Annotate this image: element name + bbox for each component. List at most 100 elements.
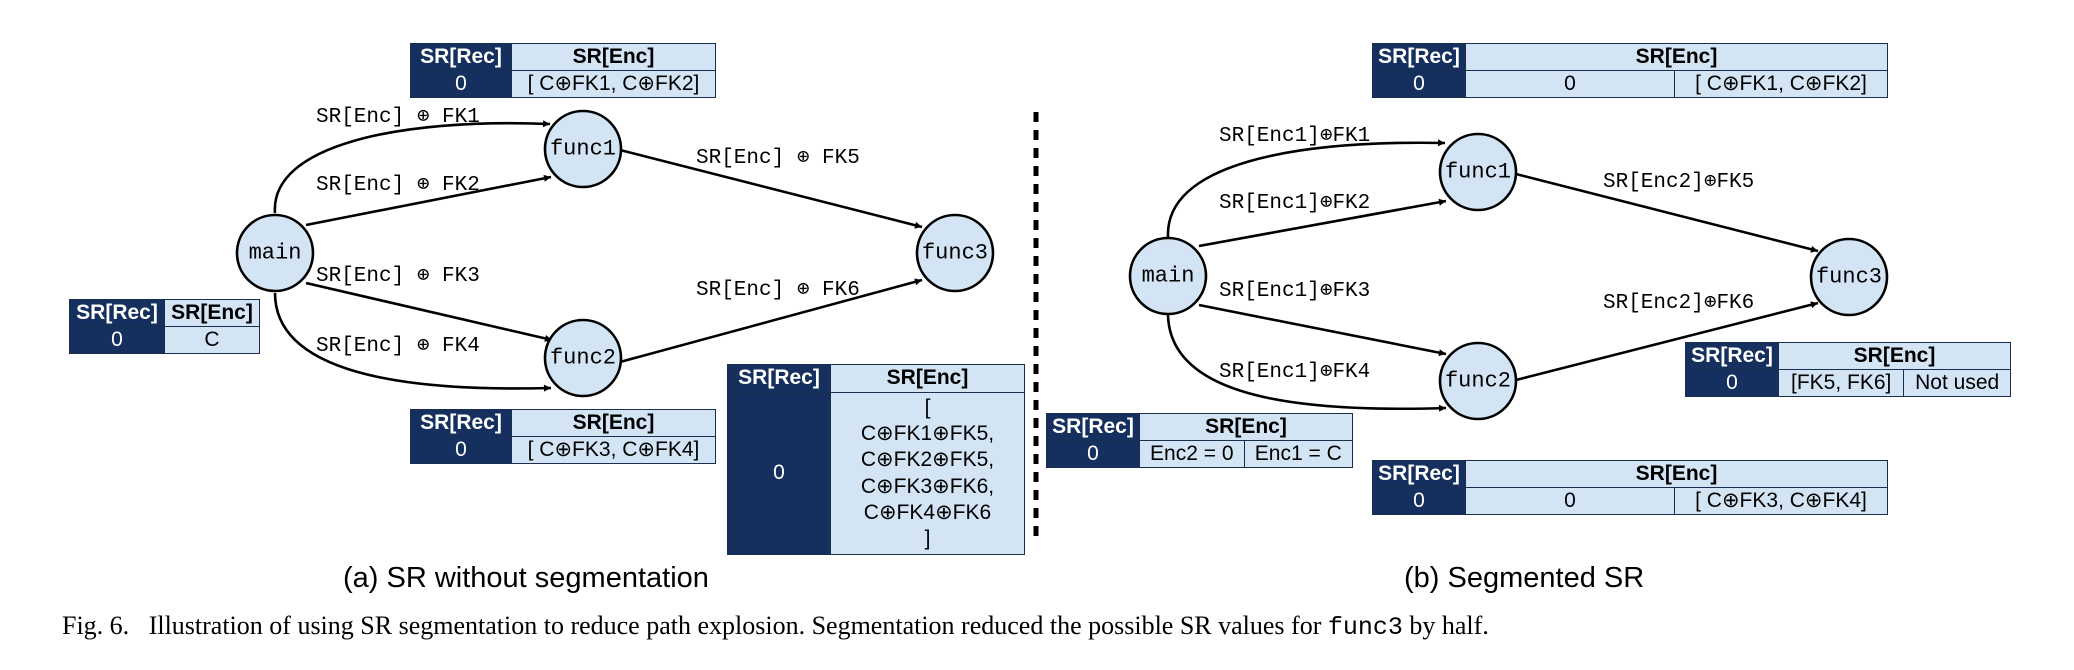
sr-table-b-func2: SR[Rec] SR[Enc] 0 0 [ C⊕FK3, C⊕FK4] [1372,460,1888,515]
edge-a-main-func2 [305,281,553,342]
figure-caption-text: Illustration of using SR segmentation to… [148,611,1322,640]
edge-label-b-fk3: SR[Enc1]⊕FK3 [1219,280,1370,303]
edge-label-a-fk2: SR[Enc] ⊕ FK2 [316,174,480,197]
sr-table-a-main: SR[Rec] SR[Enc] 0 C [69,299,260,354]
sr-enc-line: [ [924,395,931,419]
sr-rec-value: 0 [1372,487,1466,515]
edge-label-a-fk4: SR[Enc] ⊕ FK4 [316,335,480,358]
sr-enc-value-list: [ C⊕FK1⊕FK5, C⊕FK2⊕FK5, C⊕FK3⊕FK6, C⊕FK4… [830,392,1025,555]
sr-table-b-func3: SR[Rec] SR[Enc] 0 [FK5, FK6] Not used [1685,342,2011,397]
figure-caption: Fig. 6. Illustration of using SR segment… [62,611,1489,642]
edge-label-a-fk5: SR[Enc] ⊕ FK5 [696,147,860,170]
edge-label-b-fk4: SR[Enc1]⊕FK4 [1219,361,1370,384]
node-a-main: main [235,213,315,293]
node-b-func2-label: func2 [1445,369,1511,394]
sr-table-a-func1: SR[Rec] SR[Enc] 0 [ C⊕FK1, C⊕FK2] [410,43,716,98]
edge-b-func2-func3 [1511,301,1819,383]
sr-rec-header: SR[Rec] [1685,342,1779,370]
sr-enc-value: [ C⊕FK3, C⊕FK4] [511,436,716,464]
sr-enc-header: SR[Enc] [1465,43,1888,71]
node-b-func1-label: func1 [1445,160,1511,185]
panel-b-edges [1166,139,1819,412]
node-b-main: main [1128,236,1208,316]
node-a-main-label: main [249,241,302,266]
sr-rec-header: SR[Rec] [1046,413,1140,441]
sr-enc-header: SR[Enc] [830,364,1025,393]
edge-a-func1-func3 [619,148,923,229]
sr-enc-header: SR[Enc] [1778,342,2011,370]
sr-rec-header: SR[Rec] [1372,43,1466,71]
edge-a-main-func1 [305,174,552,227]
sr-enc1-value: [ C⊕FK1, C⊕FK2] [1674,70,1888,98]
panel-a-edges [273,120,923,392]
edge-label-b-fk2: SR[Enc1]⊕FK2 [1219,192,1370,215]
sr-rec-value: 0 [1046,440,1140,468]
sr-enc2-value: [FK5, FK6] [1777,369,1905,397]
figure-caption-prefix: Fig. 6. [62,611,130,640]
sr-rec-value: 0 [410,436,512,464]
sr-rec-value: 0 [410,70,512,98]
edge-label-a-fk6: SR[Enc] ⊕ FK6 [696,279,860,302]
sr-enc-line: C⊕FK4⊕FK6 [863,500,992,524]
node-b-func3-label: func3 [1816,265,1882,290]
sr-table-a-func3: SR[Rec] SR[Enc] 0 [ C⊕FK1⊕FK5, C⊕FK2⊕FK5… [727,364,1025,555]
node-a-func2: func2 [543,318,623,398]
node-a-func3-label: func3 [922,241,988,266]
edge-a-func2-func3 [619,278,923,364]
edge-b-func1-func3 [1511,171,1819,253]
node-b-func3: func3 [1809,237,1889,317]
edge-label-b-fk6: SR[Enc2]⊕FK6 [1603,292,1754,315]
node-b-main-label: main [1142,264,1195,289]
edge-b-main-func1 [1198,198,1447,248]
sr-enc-header: SR[Enc] [164,299,260,327]
sr-rec-header: SR[Rec] [69,299,165,327]
figure-caption-text-end: by half. [1409,611,1489,640]
edge-label-a-fk3: SR[Enc] ⊕ FK3 [316,265,480,288]
subcaption-b: (b) Segmented SR [1404,562,1645,594]
subcaption-a: (a) SR without segmentation [343,562,709,594]
sr-rec-value: 0 [1685,369,1779,397]
sr-enc-header: SR[Enc] [1139,413,1353,441]
sr-enc1-value: Not used [1903,369,2011,397]
node-b-func2: func2 [1438,341,1518,421]
node-a-func3: func3 [915,213,995,293]
sr-rec-value: 0 [69,326,165,354]
sr-enc-header: SR[Enc] [511,409,716,437]
sr-enc-header: SR[Enc] [511,43,716,71]
panel-a-edge-labels: SR[Enc] ⊕ FK1 SR[Enc] ⊕ FK2 SR[Enc] ⊕ FK… [316,106,860,358]
edge-label-a-fk1: SR[Enc] ⊕ FK1 [316,106,480,129]
sr-table-b-main: SR[Rec] SR[Enc] 0 Enc2 = 0 Enc1 = C [1046,413,1354,468]
node-a-func1-label: func1 [550,137,616,162]
edge-b-main-func2 [1198,303,1447,357]
node-b-func1: func1 [1438,132,1518,212]
sr-enc2-value: 0 [1465,487,1675,515]
sr-enc-line: ] [924,527,931,550]
sr-rec-header: SR[Rec] [410,409,512,437]
sr-rec-header: SR[Rec] [410,43,512,71]
sr-enc-header: SR[Enc] [1465,460,1888,488]
edge-label-b-fk1: SR[Enc1]⊕FK1 [1219,125,1370,148]
node-a-func1: func1 [543,109,623,189]
sr-enc-value: C [164,326,260,354]
sr-enc-value: [ C⊕FK1, C⊕FK2] [511,70,716,98]
sr-rec-header: SR[Rec] [1372,460,1466,488]
sr-rec-value: 0 [1372,70,1466,98]
sr-rec-value: 0 [727,392,831,555]
node-a-func2-label: func2 [550,346,616,371]
sr-rec-header: SR[Rec] [727,364,831,393]
sr-enc2-value: Enc2 = 0 [1139,440,1245,468]
sr-table-a-func2: SR[Rec] SR[Enc] 0 [ C⊕FK3, C⊕FK4] [410,409,716,464]
sr-enc1-value: Enc1 = C [1243,440,1354,468]
sr-enc-line: C⊕FK1⊕FK5, [860,422,995,445]
sr-enc2-value: 0 [1465,70,1675,98]
edge-label-b-fk5: SR[Enc2]⊕FK5 [1603,171,1754,194]
figure-caption-code: func3 [1327,613,1403,642]
edge-a-main-func1-top [273,120,551,214]
edge-b-main-func2-bottom [1166,314,1447,412]
edge-b-main-func1-top [1166,139,1446,238]
sr-enc-line: C⊕FK3⊕FK6, [860,474,995,498]
sr-enc1-value: [ C⊕FK3, C⊕FK4] [1674,487,1888,515]
sr-enc-line: C⊕FK2⊕FK5, [860,448,995,472]
sr-table-b-func1: SR[Rec] SR[Enc] 0 0 [ C⊕FK1, C⊕FK2] [1372,43,1888,98]
